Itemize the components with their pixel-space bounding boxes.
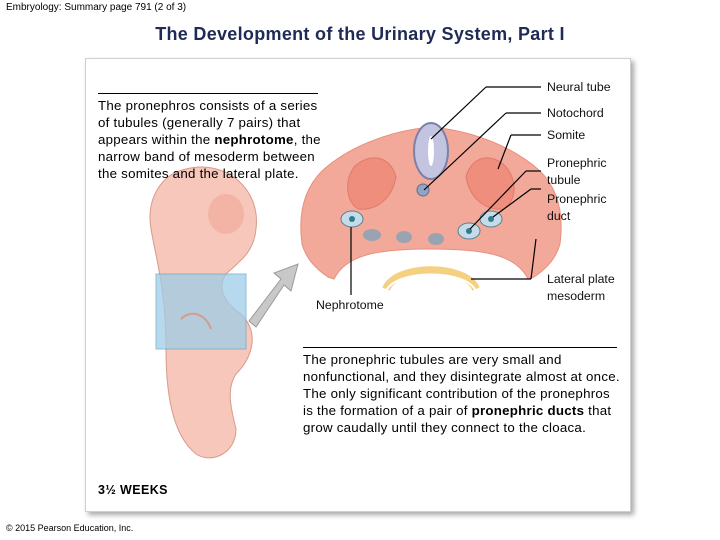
term-nephrotome: nephrotome <box>214 132 294 147</box>
label-somite: Somite <box>547 128 586 142</box>
label-notochord: Notochord <box>547 106 604 120</box>
label-neural-tube: Neural tube <box>547 80 611 94</box>
label-lateral-plate-mesoderm: Lateral plate mesoderm <box>547 272 615 303</box>
leader-lines <box>350 86 541 295</box>
page-title: The Development of the Urinary System, P… <box>155 24 565 44</box>
intro-rule <box>98 93 318 94</box>
cross-section-diagram <box>300 122 562 292</box>
copyright-notice: © 2015 Pearson Education, Inc. <box>6 523 134 533</box>
label-nephrotome: Nephrotome <box>316 298 384 312</box>
figure-panel: The pronephros consists of a series of t… <box>85 58 631 512</box>
label-pronephric-duct: Pronephric duct <box>547 192 607 223</box>
embryo-illustration <box>149 86 562 459</box>
summary-text: The pronephric tubules are very small an… <box>303 352 620 435</box>
term-pronephric-ducts: pronephric ducts <box>471 403 585 418</box>
stage-label: 3½ WEEKS <box>98 483 168 497</box>
label-pronephric-tubule: Pronephric tubule <box>547 156 607 187</box>
summary-rule <box>303 347 617 348</box>
embryo-side-view <box>149 166 257 459</box>
intro-text: The pronephros consists of a series of t… <box>98 98 321 181</box>
slide-source-header: Embryology: Summary page 791 (2 of 3) <box>6 2 187 13</box>
